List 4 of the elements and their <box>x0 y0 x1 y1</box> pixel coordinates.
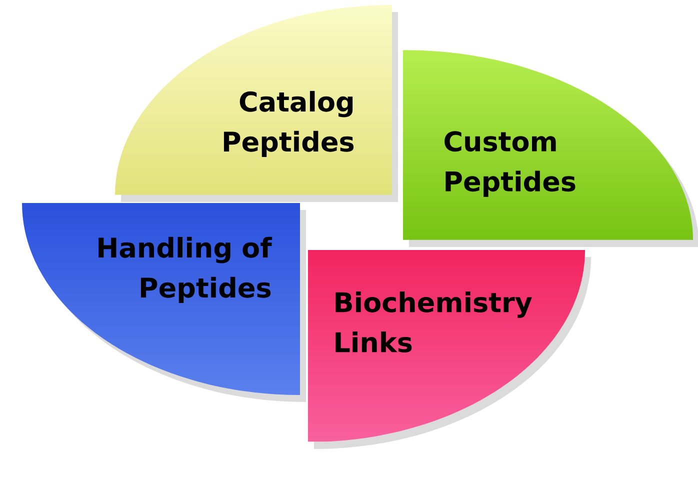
quarter-circle-segment: Biochemistry Links <box>308 250 591 449</box>
quarter-circle-segment: Custom Peptides <box>403 50 698 247</box>
quarter-circle-segment: Handling of Peptides <box>22 203 306 402</box>
quarter-circle-segment: Catalog Peptides <box>115 5 398 202</box>
